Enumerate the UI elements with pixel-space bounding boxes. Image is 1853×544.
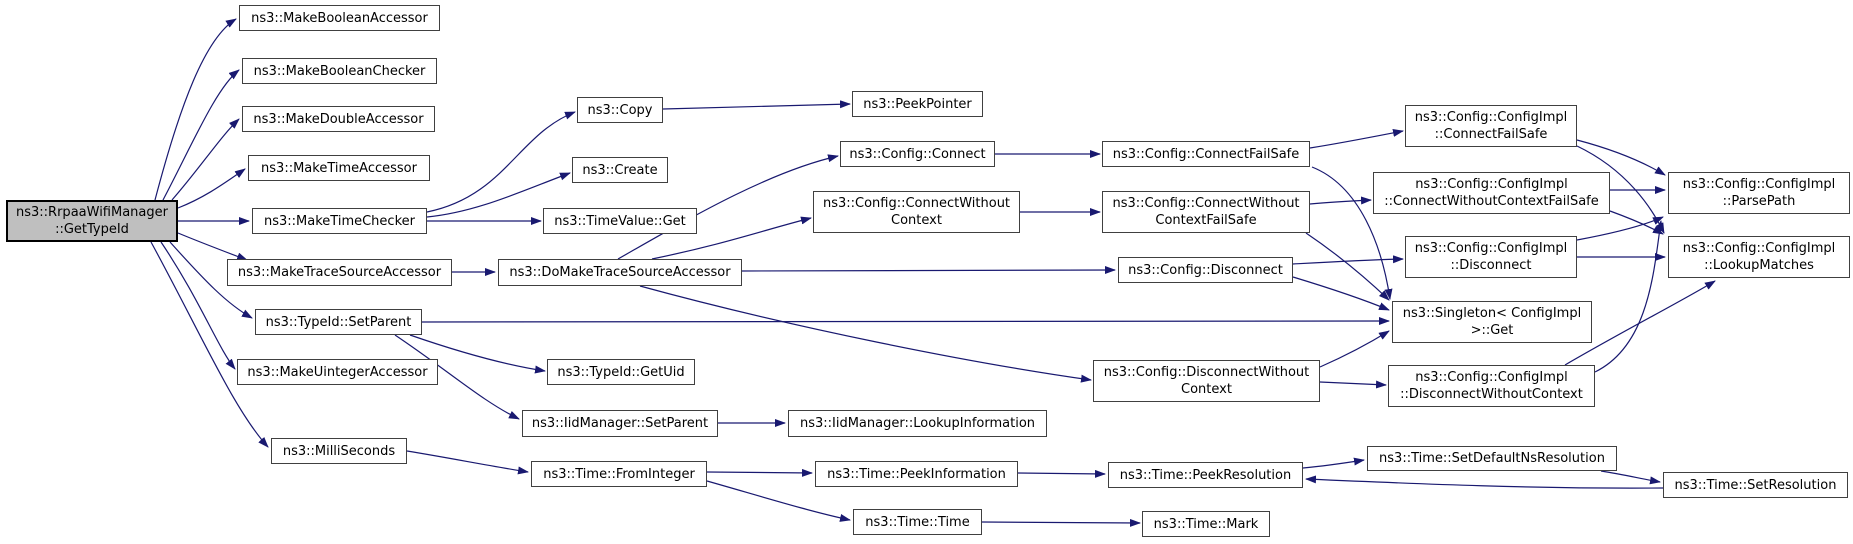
edge [177,168,246,209]
node-make-time-accessor[interactable]: ns3::MakeTimeAccessor [248,155,430,181]
node-copy[interactable]: ns3::Copy [577,97,663,123]
node-rrpaa-wifi-manager-get-type-id[interactable]: ns3::RrpaaWifiManager ::GetTypeId [6,200,178,242]
edge [1609,210,1664,235]
node-iid-manager-set-parent[interactable]: ns3::IidManager::SetParent [522,410,718,437]
edge [1017,469,1106,478]
node-milliseconds[interactable]: ns3::MilliSeconds [271,438,407,464]
edge [1305,232,1390,301]
node-make-boolean-accessor[interactable]: ns3::MakeBooleanAccessor [239,5,440,31]
edge [169,241,253,319]
edge [150,241,269,448]
node-create[interactable]: ns3::Create [572,157,668,183]
edge [651,216,812,260]
node-configimpl-disconnect[interactable]: ns3::Config::ConfigImpl ::Disconnect [1405,236,1577,278]
edge [1311,166,1393,300]
edge [1319,330,1390,368]
edge [154,18,237,201]
edge [1302,457,1365,469]
edge [706,480,851,522]
edge [1576,216,1664,241]
node-configimpl-parse-path[interactable]: ns3::Config::ConfigImpl ::ParsePath [1668,172,1850,214]
edge [426,111,576,213]
node-time-from-integer[interactable]: ns3::Time::FromInteger [531,461,707,487]
edge [171,118,240,201]
edge [394,334,520,420]
edge [1594,220,1664,373]
edge [162,69,240,201]
node-time-peek-information[interactable]: ns3::Time::PeekInformation [815,461,1018,487]
node-configimpl-lookup-matches[interactable]: ns3::Config::ConfigImpl ::LookupMatches [1668,236,1850,278]
edge [409,334,546,374]
edge [1309,128,1404,149]
node-time-set-default-ns-resolution[interactable]: ns3::Time::SetDefaultNsResolution [1367,446,1617,471]
node-make-trace-source-accessor[interactable]: ns3::MakeTraceSourceAccessor [227,259,452,286]
edge [421,317,1390,326]
edge [1600,470,1661,485]
edge [662,100,851,110]
node-typeid-set-parent[interactable]: ns3::TypeId::SetParent [255,309,422,335]
edge [1564,280,1716,366]
edge [160,241,236,370]
node-config-disconnect[interactable]: ns3::Config::Disconnect [1118,257,1293,283]
edge [426,172,571,218]
edge [1292,276,1390,311]
node-time-time[interactable]: ns3::Time::Time [853,509,982,535]
node-config-disconnect-without-context[interactable]: ns3::Config::DisconnectWithout Context [1093,360,1320,402]
edge [981,518,1141,527]
node-peek-pointer[interactable]: ns3::PeekPointer [852,91,983,117]
node-config-connect-without-context[interactable]: ns3::Config::ConnectWithout Context [813,191,1020,233]
node-make-uinteger-accessor[interactable]: ns3::MakeUintegerAccessor [237,359,438,385]
edge [1319,380,1387,389]
node-configimpl-disconnect-without-context[interactable]: ns3::Config::ConfigImpl ::DisconnectWith… [1388,365,1595,407]
node-make-time-checker[interactable]: ns3::MakeTimeChecker [252,208,427,234]
node-config-connect-without-context-fail-safe[interactable]: ns3::Config::ConnectWithout ContextFailS… [1102,191,1310,233]
node-typeid-get-uid[interactable]: ns3::TypeId::GetUid [547,359,695,385]
node-singleton-configimpl-get[interactable]: ns3::Singleton< ConfigImpl >::Get [1392,301,1592,343]
node-configimpl-connect-fail-safe[interactable]: ns3::Config::ConfigImpl ::ConnectFailSaf… [1405,105,1577,147]
node-make-double-accessor[interactable]: ns3::MakeDoubleAccessor [242,106,435,132]
edge [741,266,1116,275]
node-configimpl-connect-without-context-fail-safe[interactable]: ns3::Config::ConfigImpl ::ConnectWithout… [1373,172,1610,214]
node-config-connect[interactable]: ns3::Config::Connect [840,141,995,167]
edge [1309,196,1372,205]
edge [706,468,813,477]
node-make-boolean-checker[interactable]: ns3::MakeBooleanChecker [242,58,437,84]
edge [177,232,248,261]
edge [406,450,529,475]
node-config-connect-fail-safe[interactable]: ns3::Config::ConnectFailSafe [1102,141,1310,167]
node-iid-manager-lookup-information[interactable]: ns3::IidManager::LookupInformation [788,410,1047,437]
edge [1305,475,1664,489]
node-time-set-resolution[interactable]: ns3::Time::SetResolution [1663,472,1848,498]
node-time-mark[interactable]: ns3::Time::Mark [1142,511,1270,537]
node-timevalue-get[interactable]: ns3::TimeValue::Get [543,208,697,234]
edge [1576,139,1666,176]
edge [1292,255,1404,265]
edge [617,154,839,260]
edge [639,285,1092,383]
node-do-make-trace-source-accessor[interactable]: ns3::DoMakeTraceSourceAccessor [498,259,742,286]
node-time-peek-resolution[interactable]: ns3::Time::PeekResolution [1108,462,1303,488]
